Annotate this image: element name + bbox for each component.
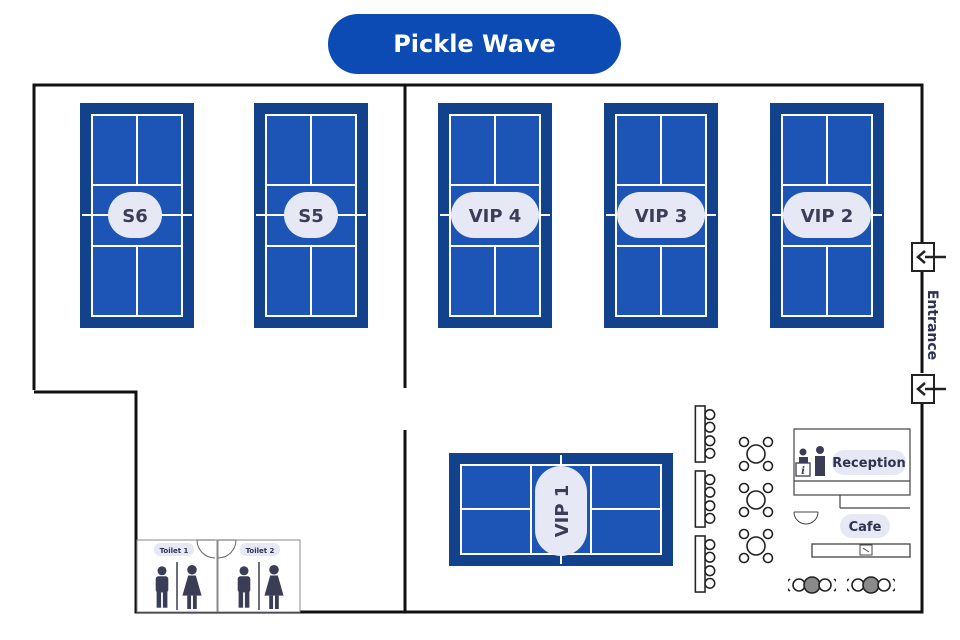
reception-label: Reception (832, 456, 906, 471)
court-label-s6: S6 (122, 206, 148, 227)
walls (32, 83, 924, 614)
table-chairs-icon (738, 482, 774, 518)
cafe-table-set-1 (788, 576, 836, 594)
court-s5[interactable]: S5 (254, 103, 368, 328)
reception-desk-icon: i (795, 446, 825, 477)
court-vip4[interactable]: VIP 4 (438, 103, 552, 328)
reception-door[interactable] (793, 511, 819, 525)
table-chairs-icon (738, 436, 774, 472)
reception-desk[interactable]: i Reception (793, 428, 911, 509)
entrance-door-top[interactable] (911, 242, 946, 272)
court-vip3[interactable]: VIP 3 (604, 103, 718, 328)
court-label-vip4: VIP 4 (469, 206, 522, 227)
venue-title: Pickle Wave (328, 14, 621, 74)
toilet-1[interactable]: Toilet 1 (136, 539, 218, 613)
cafe-label: Cafe (849, 520, 882, 535)
cafe-counter[interactable]: Cafe (811, 514, 911, 558)
toilet2-label: Toilet 2 (246, 547, 275, 555)
toilet1-label: Toilet 1 (160, 547, 189, 555)
court-label-s5: S5 (298, 206, 324, 227)
bench-icon (694, 470, 716, 528)
court-vip1[interactable]: VIP 1 (449, 453, 673, 566)
bench-icon (694, 405, 716, 463)
svg-text:i: i (801, 466, 805, 477)
entrance-label: Entrance (924, 290, 940, 360)
table-chairs-icon (738, 528, 774, 564)
court-label-vip1: VIP 1 (552, 485, 573, 538)
bench-icon (694, 535, 716, 593)
court-label-vip3: VIP 3 (635, 206, 688, 227)
cafe-table-set-2 (847, 576, 895, 594)
court-vip2[interactable]: VIP 2 (770, 103, 884, 328)
toilet-2[interactable]: Toilet 2 (217, 539, 301, 613)
court-s6[interactable]: S6 (80, 103, 194, 328)
entrance-door-bottom[interactable] (911, 374, 946, 404)
court-label-vip2: VIP 2 (801, 206, 854, 227)
